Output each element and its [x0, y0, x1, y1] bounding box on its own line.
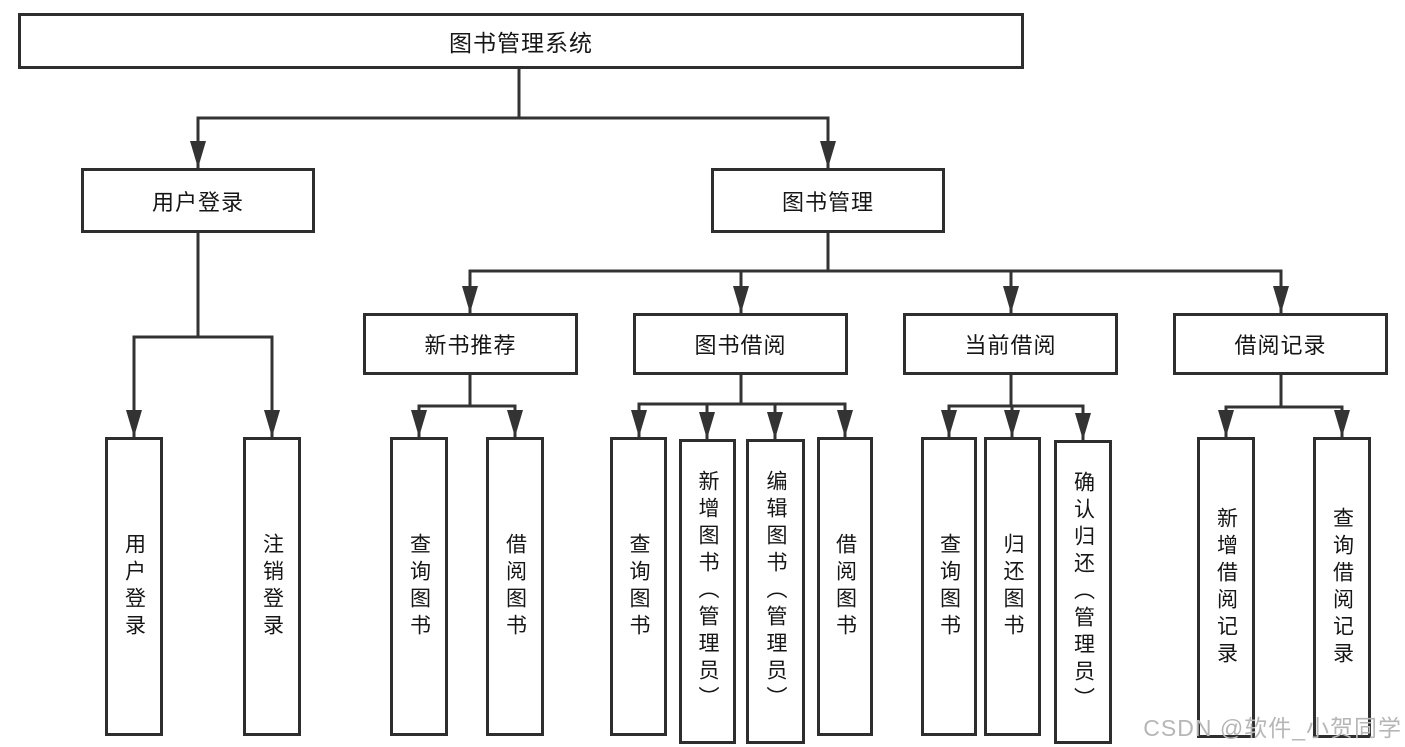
- leaf-br-query-record: 查询借阅记录: [1313, 437, 1371, 738]
- leaf-cb-query-books: 查询图书: [921, 437, 977, 736]
- node-new-book-recommend: 新书推荐: [363, 313, 578, 375]
- watermark: CSDN @软件_小贺同学: [1143, 715, 1402, 741]
- leaf-bb-edit-books-admin: 编辑图书（管理员）: [746, 439, 805, 744]
- node-book-borrowing: 图书借阅: [633, 313, 848, 375]
- leaf-cb-confirm-return-admin: 确认归还（管理员）: [1054, 440, 1112, 744]
- node-root-label: 图书管理系统: [449, 30, 593, 56]
- leaf-bb-borrow-books: 借阅图书: [817, 437, 873, 736]
- leaf-bb-add-books-admin-label: 新增图书（管理员）: [696, 470, 719, 713]
- node-user-login-label: 用户登录: [151, 189, 244, 215]
- leaf-nbr-borrow-books: 借阅图书: [486, 437, 544, 736]
- leaf-bb-edit-books-admin-label: 编辑图书（管理员）: [764, 470, 787, 713]
- node-root: 图书管理系统: [18, 13, 1024, 69]
- leaf-bb-borrow-books-label: 借阅图书: [833, 532, 857, 641]
- leaf-logout-login-label: 注销登录: [260, 532, 284, 641]
- leaf-cb-confirm-return-admin-label: 确认归还（管理员）: [1071, 470, 1095, 714]
- connector-skeleton: [132, 67, 1344, 409]
- node-current-borrowing: 当前借阅: [903, 313, 1118, 375]
- leaf-bb-query-books-label: 查询图书: [627, 532, 650, 641]
- leaf-br-add-record-label: 新增借阅记录: [1214, 506, 1238, 669]
- node-new-book-recommend-label: 新书推荐: [424, 333, 517, 358]
- leaf-cb-return-books-label: 归还图书: [1001, 532, 1024, 641]
- arrow-drops: [126, 118, 1350, 440]
- node-borrowing-records-label: 借阅记录: [1234, 333, 1327, 358]
- node-user-login: 用户登录: [81, 168, 315, 233]
- leaf-logout-login: 注销登录: [243, 437, 301, 736]
- leaf-user-login: 用户登录: [105, 437, 163, 736]
- node-book-management: 图书管理: [711, 168, 945, 233]
- leaf-br-add-record: 新增借阅记录: [1197, 437, 1255, 738]
- leaf-cb-return-books: 归还图书: [984, 437, 1041, 736]
- node-book-borrowing-label: 图书借阅: [694, 333, 787, 358]
- node-current-borrowing-label: 当前借阅: [964, 333, 1057, 358]
- leaf-nbr-borrow-books-label: 借阅图书: [503, 532, 527, 641]
- leaf-bb-query-books: 查询图书: [610, 437, 667, 736]
- node-book-management-label: 图书管理: [781, 189, 874, 215]
- leaf-user-login-label: 用户登录: [122, 532, 146, 641]
- leaf-cb-query-books-label: 查询图书: [937, 532, 961, 641]
- leaf-nbr-query-books-label: 查询图书: [407, 532, 431, 641]
- leaf-nbr-query-books: 查询图书: [390, 437, 448, 736]
- node-borrowing-records: 借阅记录: [1173, 313, 1388, 375]
- leaf-br-query-record-label: 查询借阅记录: [1330, 506, 1354, 669]
- leaf-bb-add-books-admin: 新增图书（管理员）: [679, 439, 736, 744]
